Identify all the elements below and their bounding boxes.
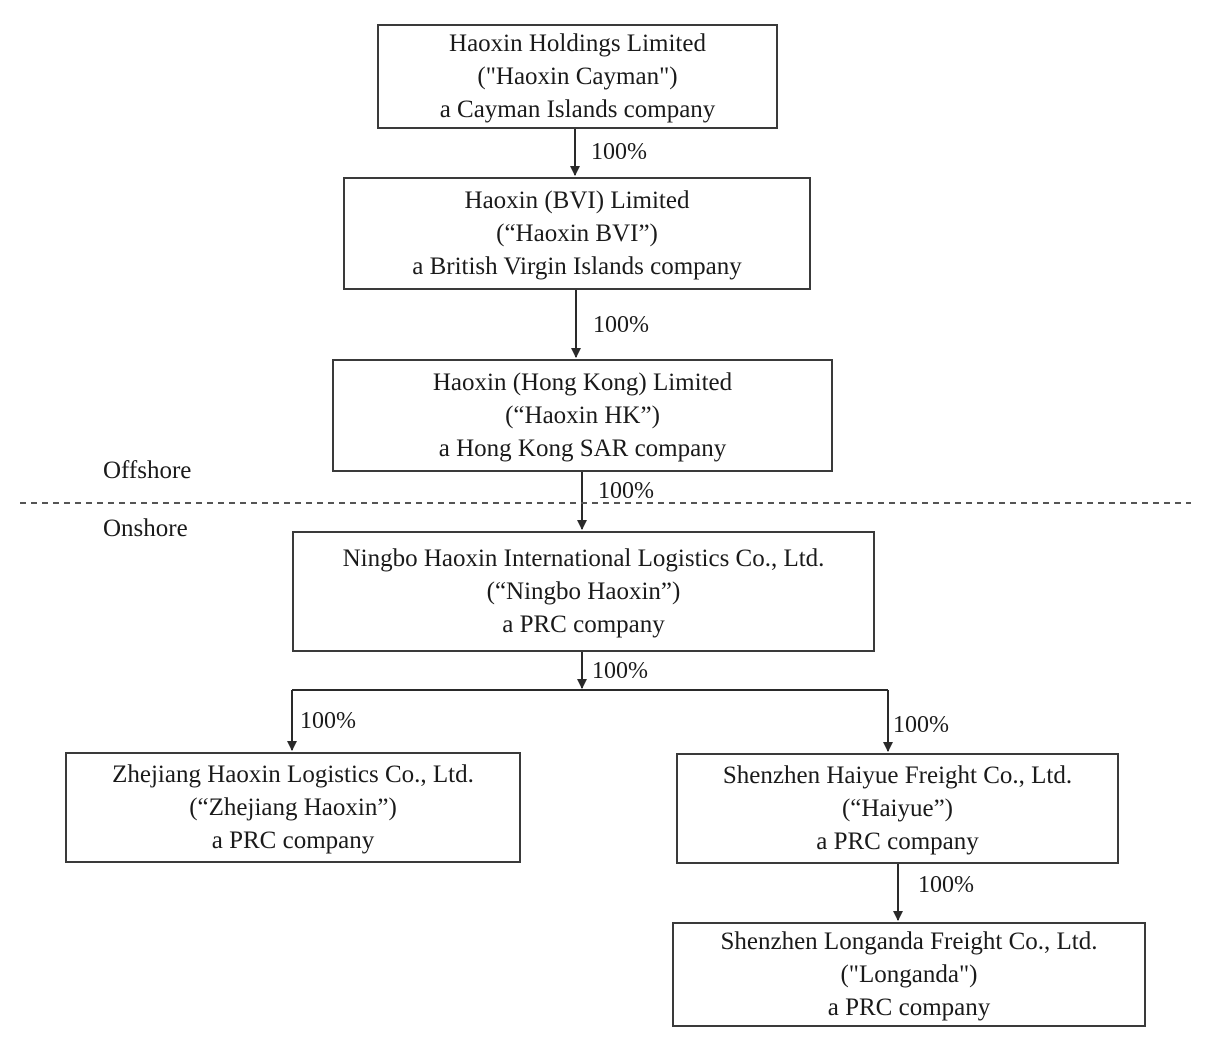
entity-type: a PRC company: [827, 994, 991, 1021]
ownership-label-hk-ningbo: 100%: [598, 478, 654, 504]
entity-haoxin-bvi: Haoxin (BVI) Limited (“Haoxin BVI”) a Br…: [343, 177, 811, 290]
entity-short-name: (“Ningbo Haoxin”): [486, 578, 681, 605]
entity-zhejiang-haoxin: Zhejiang Haoxin Logistics Co., Ltd. (“Zh…: [65, 752, 521, 863]
entity-short-name: (“Haoxin BVI”): [496, 220, 658, 247]
entity-name: Haoxin (BVI) Limited: [464, 187, 690, 214]
entity-type: a Hong Kong SAR company: [438, 435, 727, 462]
entity-name: Shenzhen Haiyue Freight Co., Ltd.: [722, 762, 1073, 789]
entity-short-name: ("Haoxin Cayman"): [477, 63, 678, 90]
offshore-label: Offshore: [103, 457, 192, 484]
entity-type: a PRC company: [816, 828, 979, 855]
entity-short-name: (“Haoxin HK”): [505, 402, 660, 429]
ownership-label-ningbo-zhejiang: 100%: [300, 708, 356, 734]
entity-type: a PRC company: [502, 611, 665, 638]
entity-longanda: Shenzhen Longanda Freight Co., Ltd. ("Lo…: [672, 922, 1146, 1027]
entity-name: Haoxin (Hong Kong) Limited: [432, 369, 733, 396]
entity-type: a PRC company: [211, 827, 375, 854]
entity-short-name: ("Longanda"): [840, 961, 978, 988]
onshore-label: Onshore: [103, 515, 188, 542]
entity-short-name: (“Haiyue”): [841, 795, 954, 822]
entity-haiyue: Shenzhen Haiyue Freight Co., Ltd. (“Haiy…: [676, 753, 1119, 864]
entity-type: a British Virgin Islands company: [412, 253, 742, 280]
ownership-label-bvi-hk: 100%: [593, 312, 649, 338]
entity-name: Haoxin Holdings Limited: [449, 30, 706, 57]
ownership-label-ningbo-haiyue: 100%: [893, 712, 949, 738]
entity-name: Zhejiang Haoxin Logistics Co., Ltd.: [112, 761, 474, 788]
entity-ningbo-haoxin: Ningbo Haoxin International Logistics Co…: [292, 531, 875, 652]
entity-type: a Cayman Islands company: [439, 96, 716, 123]
entity-haoxin-hk: Haoxin (Hong Kong) Limited (“Haoxin HK”)…: [332, 359, 833, 472]
ownership-label-cayman-bvi: 100%: [591, 139, 647, 165]
entity-name: Shenzhen Longanda Freight Co., Ltd.: [720, 928, 1098, 955]
ownership-label-ningbo-branch: 100%: [592, 658, 648, 684]
ownership-label-haiyue-longanda: 100%: [918, 872, 974, 898]
entity-haoxin-cayman: Haoxin Holdings Limited ("Haoxin Cayman"…: [377, 24, 778, 129]
entity-short-name: (“Zhejiang Haoxin”): [189, 794, 397, 821]
entity-name: Ningbo Haoxin International Logistics Co…: [342, 545, 825, 572]
